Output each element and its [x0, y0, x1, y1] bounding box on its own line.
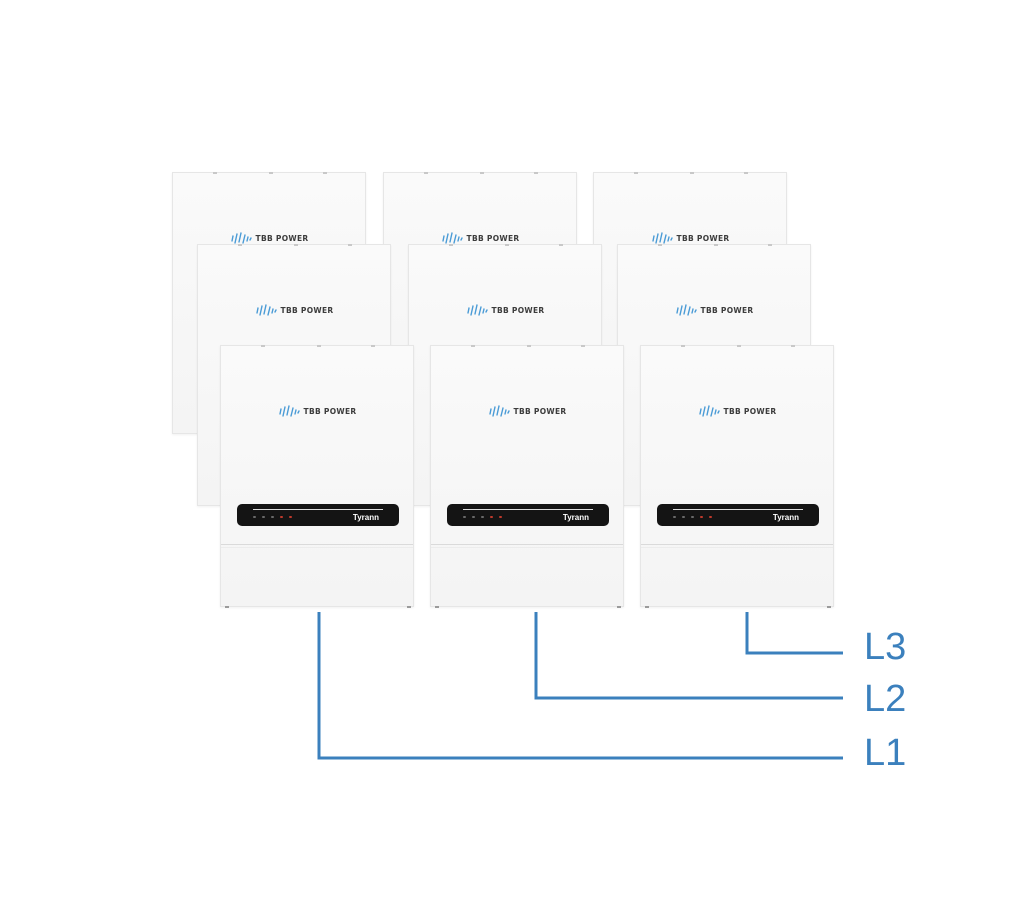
brand-logo: TBB POWER — [618, 303, 810, 317]
wave-icon — [466, 304, 488, 316]
brand-logo: TBB POWER — [198, 303, 390, 317]
inverter-unit: TBB POWER Tyrann — [220, 345, 414, 608]
brand-logo: TBB POWER — [641, 404, 833, 418]
wire-l1 — [317, 612, 843, 760]
wave-icon — [651, 232, 673, 244]
display-panel: Tyrann — [447, 504, 609, 526]
model-label: Tyrann — [772, 513, 799, 522]
brand-name: TBB POWER — [513, 406, 567, 416]
wire-l3 — [745, 612, 843, 655]
brand-name: TBB POWER — [723, 406, 777, 416]
brand-name: TBB POWER — [676, 233, 730, 243]
status-leds — [463, 516, 502, 518]
brand-logo: TBB POWER — [384, 231, 576, 245]
status-leds — [673, 516, 712, 518]
brand-name: TBB POWER — [280, 305, 334, 315]
brand-name: TBB POWER — [466, 233, 520, 243]
wave-icon — [675, 304, 697, 316]
wave-icon — [278, 405, 300, 417]
display-panel: Tyrann — [237, 504, 399, 526]
phase-label-l3: L3 — [864, 626, 907, 668]
brand-name: TBB POWER — [303, 406, 357, 416]
brand-name: TBB POWER — [255, 233, 309, 243]
phase-label-l1: L1 — [864, 732, 907, 774]
brand-name: TBB POWER — [700, 305, 754, 315]
wave-icon — [441, 232, 463, 244]
brand-logo: TBB POWER — [594, 231, 786, 245]
brand-logo: TBB POWER — [221, 404, 413, 418]
model-label: Tyrann — [562, 513, 589, 522]
brand-logo: TBB POWER — [409, 303, 601, 317]
brand-logo: TBB POWER — [173, 231, 365, 245]
inverter-unit: TBB POWER Tyrann — [640, 345, 834, 608]
wire-l2 — [534, 612, 843, 700]
wave-icon — [230, 232, 252, 244]
brand-logo: TBB POWER — [431, 404, 623, 418]
wave-icon — [488, 405, 510, 417]
brand-name: TBB POWER — [491, 305, 545, 315]
display-panel: Tyrann — [657, 504, 819, 526]
phase-label-l2: L2 — [864, 678, 907, 720]
wave-icon — [255, 304, 277, 316]
model-label: Tyrann — [352, 513, 379, 522]
inverter-unit: TBB POWER Tyrann — [430, 345, 624, 608]
status-leds — [253, 516, 292, 518]
wave-icon — [698, 405, 720, 417]
